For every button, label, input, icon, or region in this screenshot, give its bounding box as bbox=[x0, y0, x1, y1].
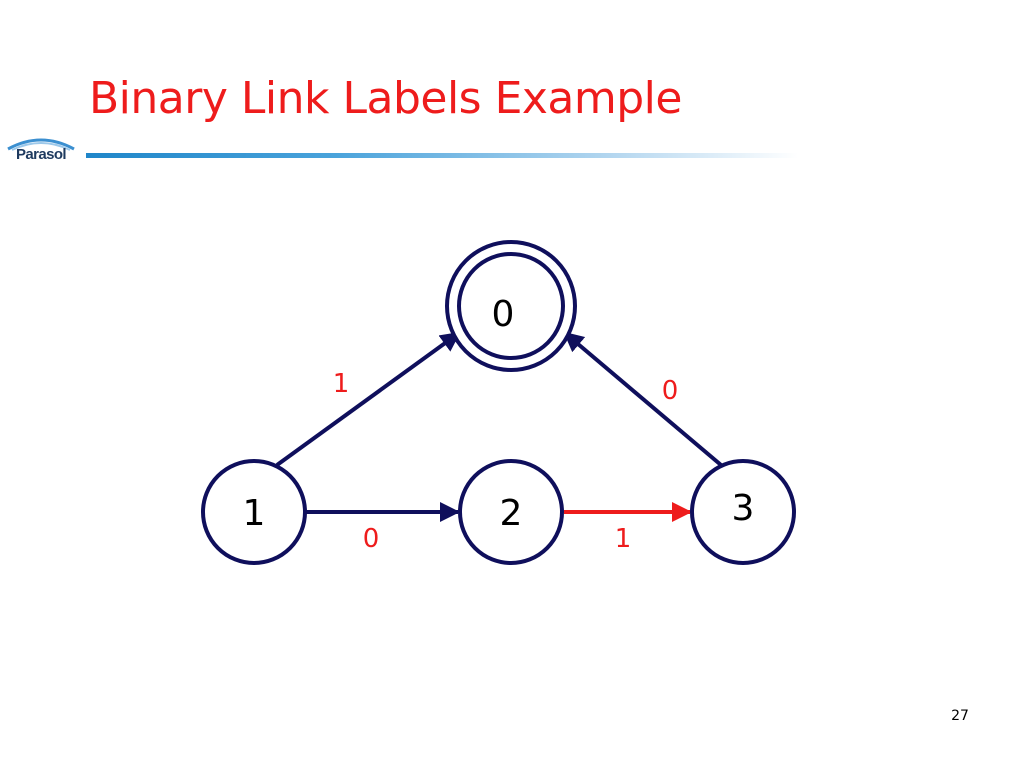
node-0-label: 0 bbox=[492, 294, 515, 335]
edge-label-1-to-2: 0 bbox=[363, 524, 380, 554]
title-divider bbox=[86, 153, 798, 158]
node-3-label: 3 bbox=[732, 488, 755, 529]
node-1-ring bbox=[201, 459, 307, 565]
parasol-logo: Parasol bbox=[4, 133, 78, 167]
node-3: 3 bbox=[690, 459, 796, 565]
edge-label-1-to-0: 1 bbox=[333, 369, 350, 399]
edge-label-3-to-0: 0 bbox=[662, 376, 679, 406]
page-number: 27 bbox=[951, 708, 969, 724]
edge-1-to-0 bbox=[275, 331, 461, 467]
node-0-inner-ring bbox=[457, 252, 565, 360]
node-1-label: 1 bbox=[243, 493, 266, 534]
node-0: 0 bbox=[445, 240, 577, 372]
node-2-label: 2 bbox=[500, 493, 523, 534]
node-2-ring bbox=[458, 459, 564, 565]
umbrella-arc-icon bbox=[7, 138, 75, 151]
node-3-ring bbox=[690, 459, 796, 565]
logo-text: Parasol bbox=[16, 146, 67, 163]
node-1: 1 bbox=[201, 459, 307, 565]
node-2: 2 bbox=[458, 459, 564, 565]
edge-3-to-0 bbox=[563, 331, 723, 467]
edge-label-2-to-3: 1 bbox=[615, 524, 632, 554]
slide-title: Binary Link Labels Example bbox=[89, 73, 682, 124]
